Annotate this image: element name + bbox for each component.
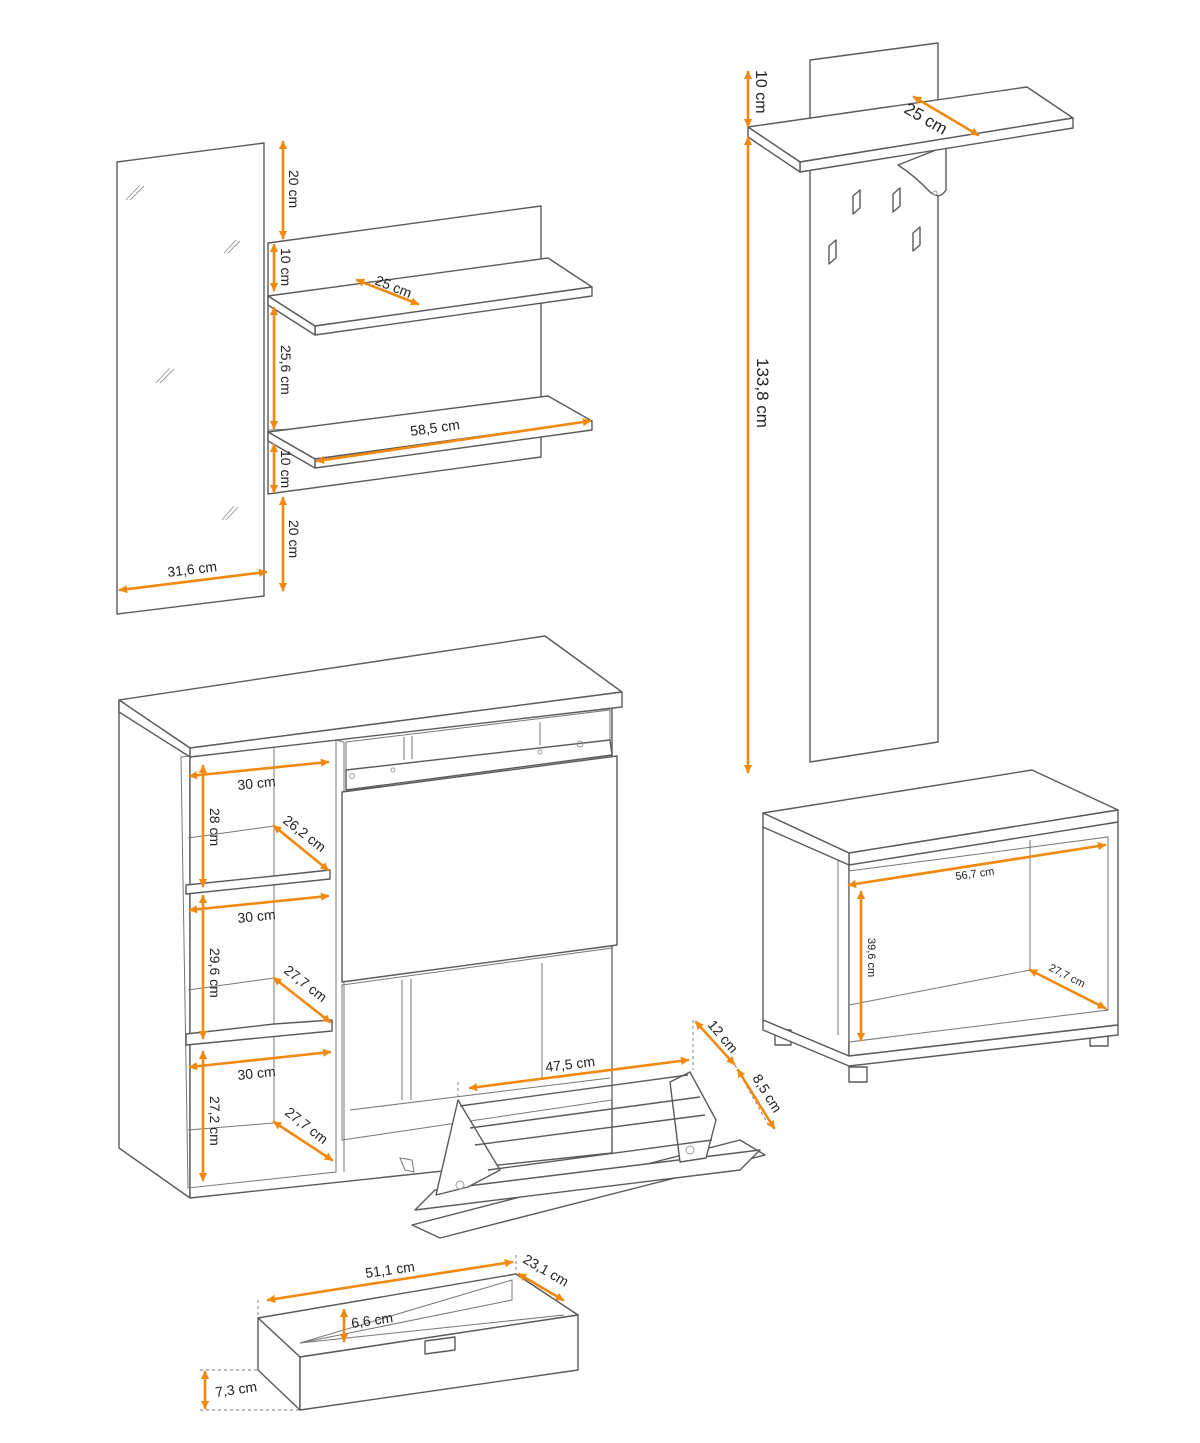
comp3-width-label: 30 cm — [237, 1063, 277, 1083]
comp1-width-label: 30 cm — [237, 773, 277, 793]
comp1-height-label: 28 cm — [207, 808, 223, 846]
bench-height-label: 39,6 cm — [865, 938, 877, 977]
drawer-inner-height-label: 6,6 cm — [350, 1309, 394, 1331]
shelf-top-gap-label: 20 cm — [286, 170, 302, 208]
comp1-depth-arrow — [272, 824, 330, 872]
mirror — [116, 142, 265, 615]
comp2-height-label: 29,6 cm — [207, 948, 223, 998]
coat-rack — [747, 42, 1074, 763]
drawer-depth-arrow — [517, 1272, 565, 1302]
coat-shelf-height-label: 10 cm — [752, 70, 769, 114]
bench-width-arrow — [847, 841, 1107, 889]
drawer-front-height-label: 7,3 cm — [214, 1378, 258, 1400]
shelf-upper-height-label: 10 cm — [278, 248, 294, 286]
comp1-width-arrow — [188, 758, 330, 780]
bench — [762, 769, 1119, 1083]
drawer-width-arrow — [266, 1258, 514, 1304]
shelf-depth-arrow — [355, 278, 420, 306]
comp3-width-arrow — [188, 1048, 332, 1071]
dimension-lines — [118, 70, 1107, 1410]
coat-shelf-depth-arrow — [912, 95, 980, 137]
shoe-width-label: 47,5 cm — [544, 1053, 595, 1075]
comp3-height-label: 27,2 cm — [207, 1096, 223, 1146]
shoe-depth-side-arrow — [736, 1068, 776, 1130]
coat-panel-height-label: 133,8 cm — [753, 358, 772, 428]
bench-width-label: 56,7 cm — [955, 866, 995, 883]
shelf-lower-height-label: 10 cm — [278, 450, 294, 488]
shelf-bottom-gap-label: 20 cm — [286, 520, 302, 558]
drawer-width-label: 51,1 cm — [364, 1258, 416, 1281]
mirror-width-arrow — [118, 568, 268, 594]
mirror-width-label: 31,6 cm — [166, 558, 217, 580]
shelf-width-label: 58,5 cm — [409, 416, 461, 439]
comp2-width-label: 30 cm — [237, 906, 277, 926]
wall-shelf — [267, 205, 593, 495]
bench-depth-arrow — [1028, 968, 1107, 1010]
hook-icon — [828, 187, 921, 265]
shelf-width-arrow — [315, 417, 592, 465]
comp3-depth-arrow — [272, 1120, 334, 1162]
shoe-depth-top-arrow — [694, 1020, 736, 1066]
shelf-between-label: 25,6 cm — [278, 345, 294, 395]
comp2-depth-arrow — [272, 976, 332, 1024]
shoe-depth-side-label: 8,5 cm — [749, 1071, 785, 1115]
shoe-width-arrow — [468, 1056, 690, 1092]
cabinet — [118, 635, 623, 1199]
comp2-width-arrow — [188, 892, 330, 914]
